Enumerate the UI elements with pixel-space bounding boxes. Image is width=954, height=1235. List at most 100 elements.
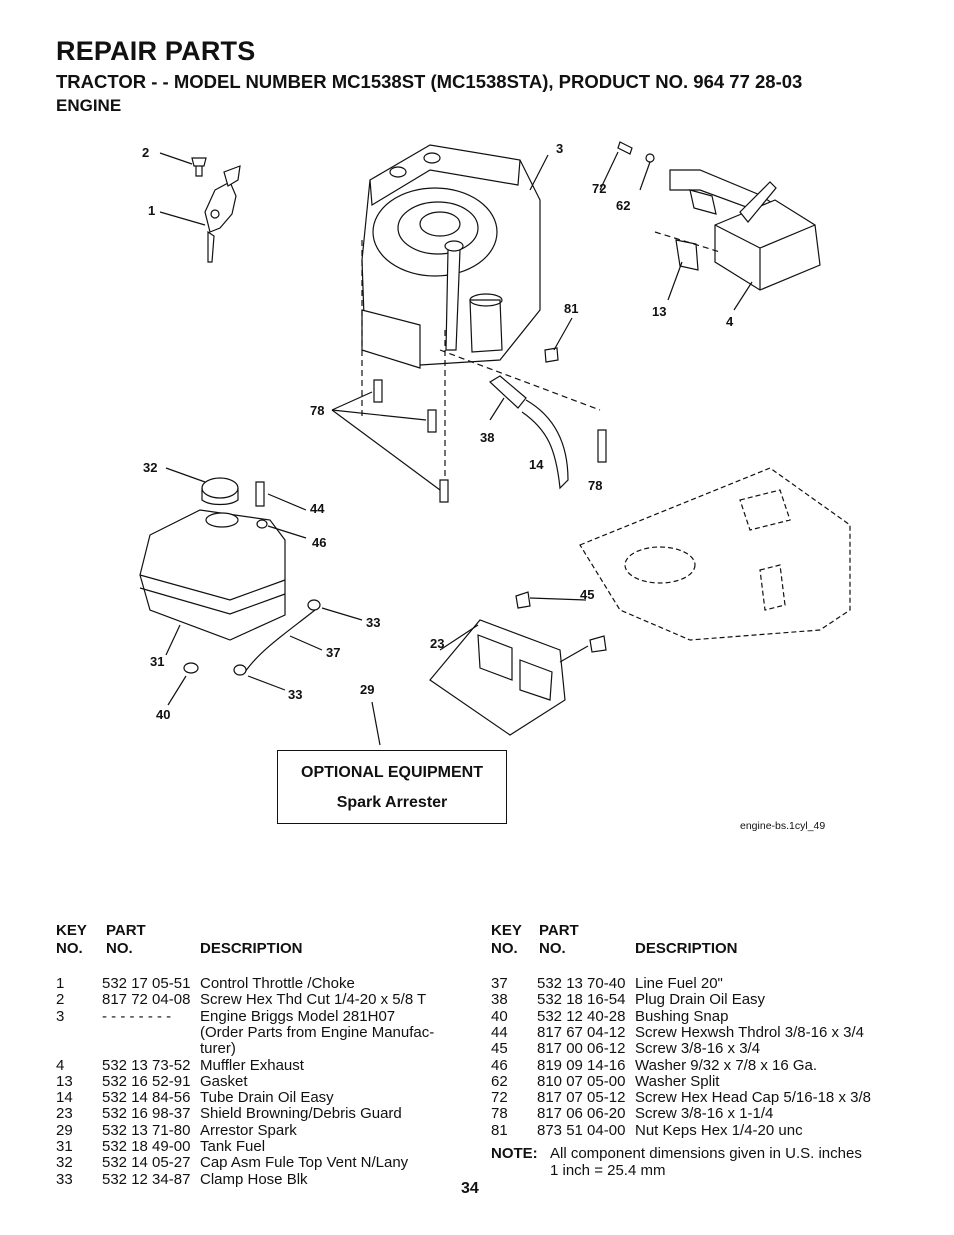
part-description: Screw Hex Head Cap 5/16-18 x 3/8: [635, 1089, 871, 1107]
part-description: Nut Keps Hex 1/4-20 unc: [635, 1121, 803, 1139]
model-subtitle: TRACTOR - - MODEL NUMBER MC1538ST (MC153…: [56, 71, 803, 92]
header-key-2: NO.: [56, 940, 83, 957]
part-description: Tank Fuel: [200, 1138, 266, 1155]
part-description: Cap Asm Fule Top Vent N/Lany: [200, 1154, 409, 1172]
header-part-2: NO.: [106, 940, 133, 957]
note-label: NOTE:: [491, 1145, 538, 1162]
part-description: Muffler Exhaust: [200, 1056, 304, 1074]
callout-label: 23: [430, 636, 444, 651]
part-description: Gasket: [200, 1072, 248, 1090]
optional-equipment-item: Spark Arrester: [336, 794, 448, 811]
header-key-1: KEY: [491, 922, 522, 939]
note-line-1: All component dimensions given in U.S. i…: [550, 1145, 862, 1162]
callout-labels: 2 1 3 72 62 13 4 81 78 38 14 78 32 44 46…: [142, 141, 734, 722]
muffler-part: [599, 141, 821, 311]
engine-block-part: [361, 144, 549, 490]
page-title: REPAIR PARTS: [56, 36, 256, 66]
header-key-1: KEY: [56, 922, 87, 939]
callout-label: 78: [588, 478, 602, 493]
key-number: 78: [491, 1105, 508, 1123]
callout-label: 62: [616, 198, 630, 213]
key-number: 2: [56, 991, 65, 1009]
part-description: Washer 9/32 x 7/8 x 16 Ga.: [635, 1056, 818, 1074]
part-number: 532 13 70-40: [537, 975, 626, 992]
part-number: 532 13 71-80: [102, 1121, 191, 1139]
callout-label: 32: [143, 460, 157, 475]
part-number: 873 51 04-00: [537, 1121, 626, 1139]
part-number: - - - - - - - -: [102, 1007, 172, 1025]
callout-label: 72: [592, 181, 606, 196]
callout-label: 38: [480, 430, 494, 445]
fuel-tank-part: [139, 467, 286, 656]
part-description: Screw Hex Thd Cut 1/4-20 x 5/8 T: [200, 991, 427, 1009]
key-number: 44: [491, 1023, 508, 1041]
part-description: Plug Drain Oil Easy: [635, 991, 766, 1009]
callout-label: 14: [529, 457, 544, 472]
part-number: 532 18 16-54: [537, 991, 626, 1009]
part-description: Clamp Hose Blk: [200, 1170, 308, 1188]
key-number: 38: [491, 991, 508, 1009]
part-description: Shield Browning/Debris Guard: [200, 1105, 402, 1123]
part-description: turer): [200, 1040, 236, 1058]
part-number: 817 07 05-12: [537, 1089, 626, 1107]
key-number: 1: [56, 975, 65, 992]
key-number: 46: [491, 1056, 508, 1074]
part-description: Screw 3/8-16 x 1-1/4: [635, 1105, 774, 1123]
part-description: Tube Drain Oil Easy: [200, 1089, 334, 1107]
header-part-1: PART: [539, 922, 579, 939]
tractor-frame-part: [579, 467, 851, 641]
header-part-2: NO.: [539, 940, 566, 957]
key-number: 4: [56, 1056, 65, 1074]
callout-label: 33: [366, 615, 380, 630]
key-number: 32: [56, 1154, 73, 1172]
callout-label: 3: [556, 141, 563, 156]
bolts-part: [331, 379, 449, 503]
callout-label: 40: [156, 707, 170, 722]
part-number: 532 16 98-37: [102, 1105, 191, 1123]
callout-label: 4: [726, 314, 734, 329]
fuel-line-part: [167, 481, 363, 706]
key-number: 33: [56, 1170, 73, 1188]
callout-label: 33: [288, 687, 302, 702]
key-number: 62: [491, 1072, 508, 1090]
part-number: 532 17 05-51: [102, 975, 191, 992]
section-title: ENGINE: [56, 96, 122, 115]
callout-label: 2: [142, 145, 149, 160]
key-number: 13: [56, 1072, 73, 1090]
part-description: Bushing Snap: [635, 1007, 729, 1025]
callout-label: 46: [312, 535, 326, 550]
callout-label: 31: [150, 654, 164, 669]
figure-id: engine-bs.1cyl_49: [740, 820, 826, 832]
part-description: Screw 3/8-16 x 3/4: [635, 1040, 761, 1058]
header-description: DESCRIPTION: [200, 940, 303, 957]
header-description: DESCRIPTION: [635, 940, 738, 957]
key-number: 31: [56, 1138, 73, 1155]
part-description: Washer Split: [635, 1072, 720, 1090]
debris-guard-part: [371, 591, 607, 746]
key-number: 3: [56, 1007, 65, 1025]
throttle-control-part: [159, 152, 241, 263]
part-number: 817 06 06-20: [537, 1105, 626, 1123]
part-number: 532 12 34-87: [102, 1170, 191, 1188]
callout-label: 81: [564, 301, 578, 316]
key-number: 40: [491, 1007, 508, 1025]
callout-label: 37: [326, 645, 340, 660]
engine-exploded-diagram: 2 1 3 72 62 13 4 81 78 38 14 78 32 44 46…: [139, 141, 851, 746]
part-number: 817 00 06-12: [537, 1040, 626, 1058]
optional-equipment-box: OPTIONAL EQUIPMENT Spark Arrester: [277, 750, 507, 824]
callout-label: 78: [310, 403, 324, 418]
page-number: 34: [461, 1180, 479, 1197]
note-line-2: 1 inch = 25.4 mm: [550, 1161, 666, 1179]
part-description: Arrestor Spark: [200, 1121, 297, 1139]
part-number: 532 18 49-00: [102, 1138, 191, 1155]
part-number: 532 16 52-91: [102, 1072, 191, 1090]
part-number: 532 14 05-27: [102, 1154, 191, 1172]
part-description: Control Throttle /Choke: [200, 975, 355, 992]
part-number: 817 67 04-12: [537, 1023, 626, 1041]
part-number: 819 09 14-16: [537, 1056, 626, 1074]
optional-equipment-title: OPTIONAL EQUIPMENT: [301, 764, 483, 781]
header-part-1: PART: [106, 922, 146, 939]
key-number: 23: [56, 1105, 73, 1123]
part-description: Line Fuel 20": [635, 975, 723, 992]
key-number: 14: [56, 1089, 73, 1107]
